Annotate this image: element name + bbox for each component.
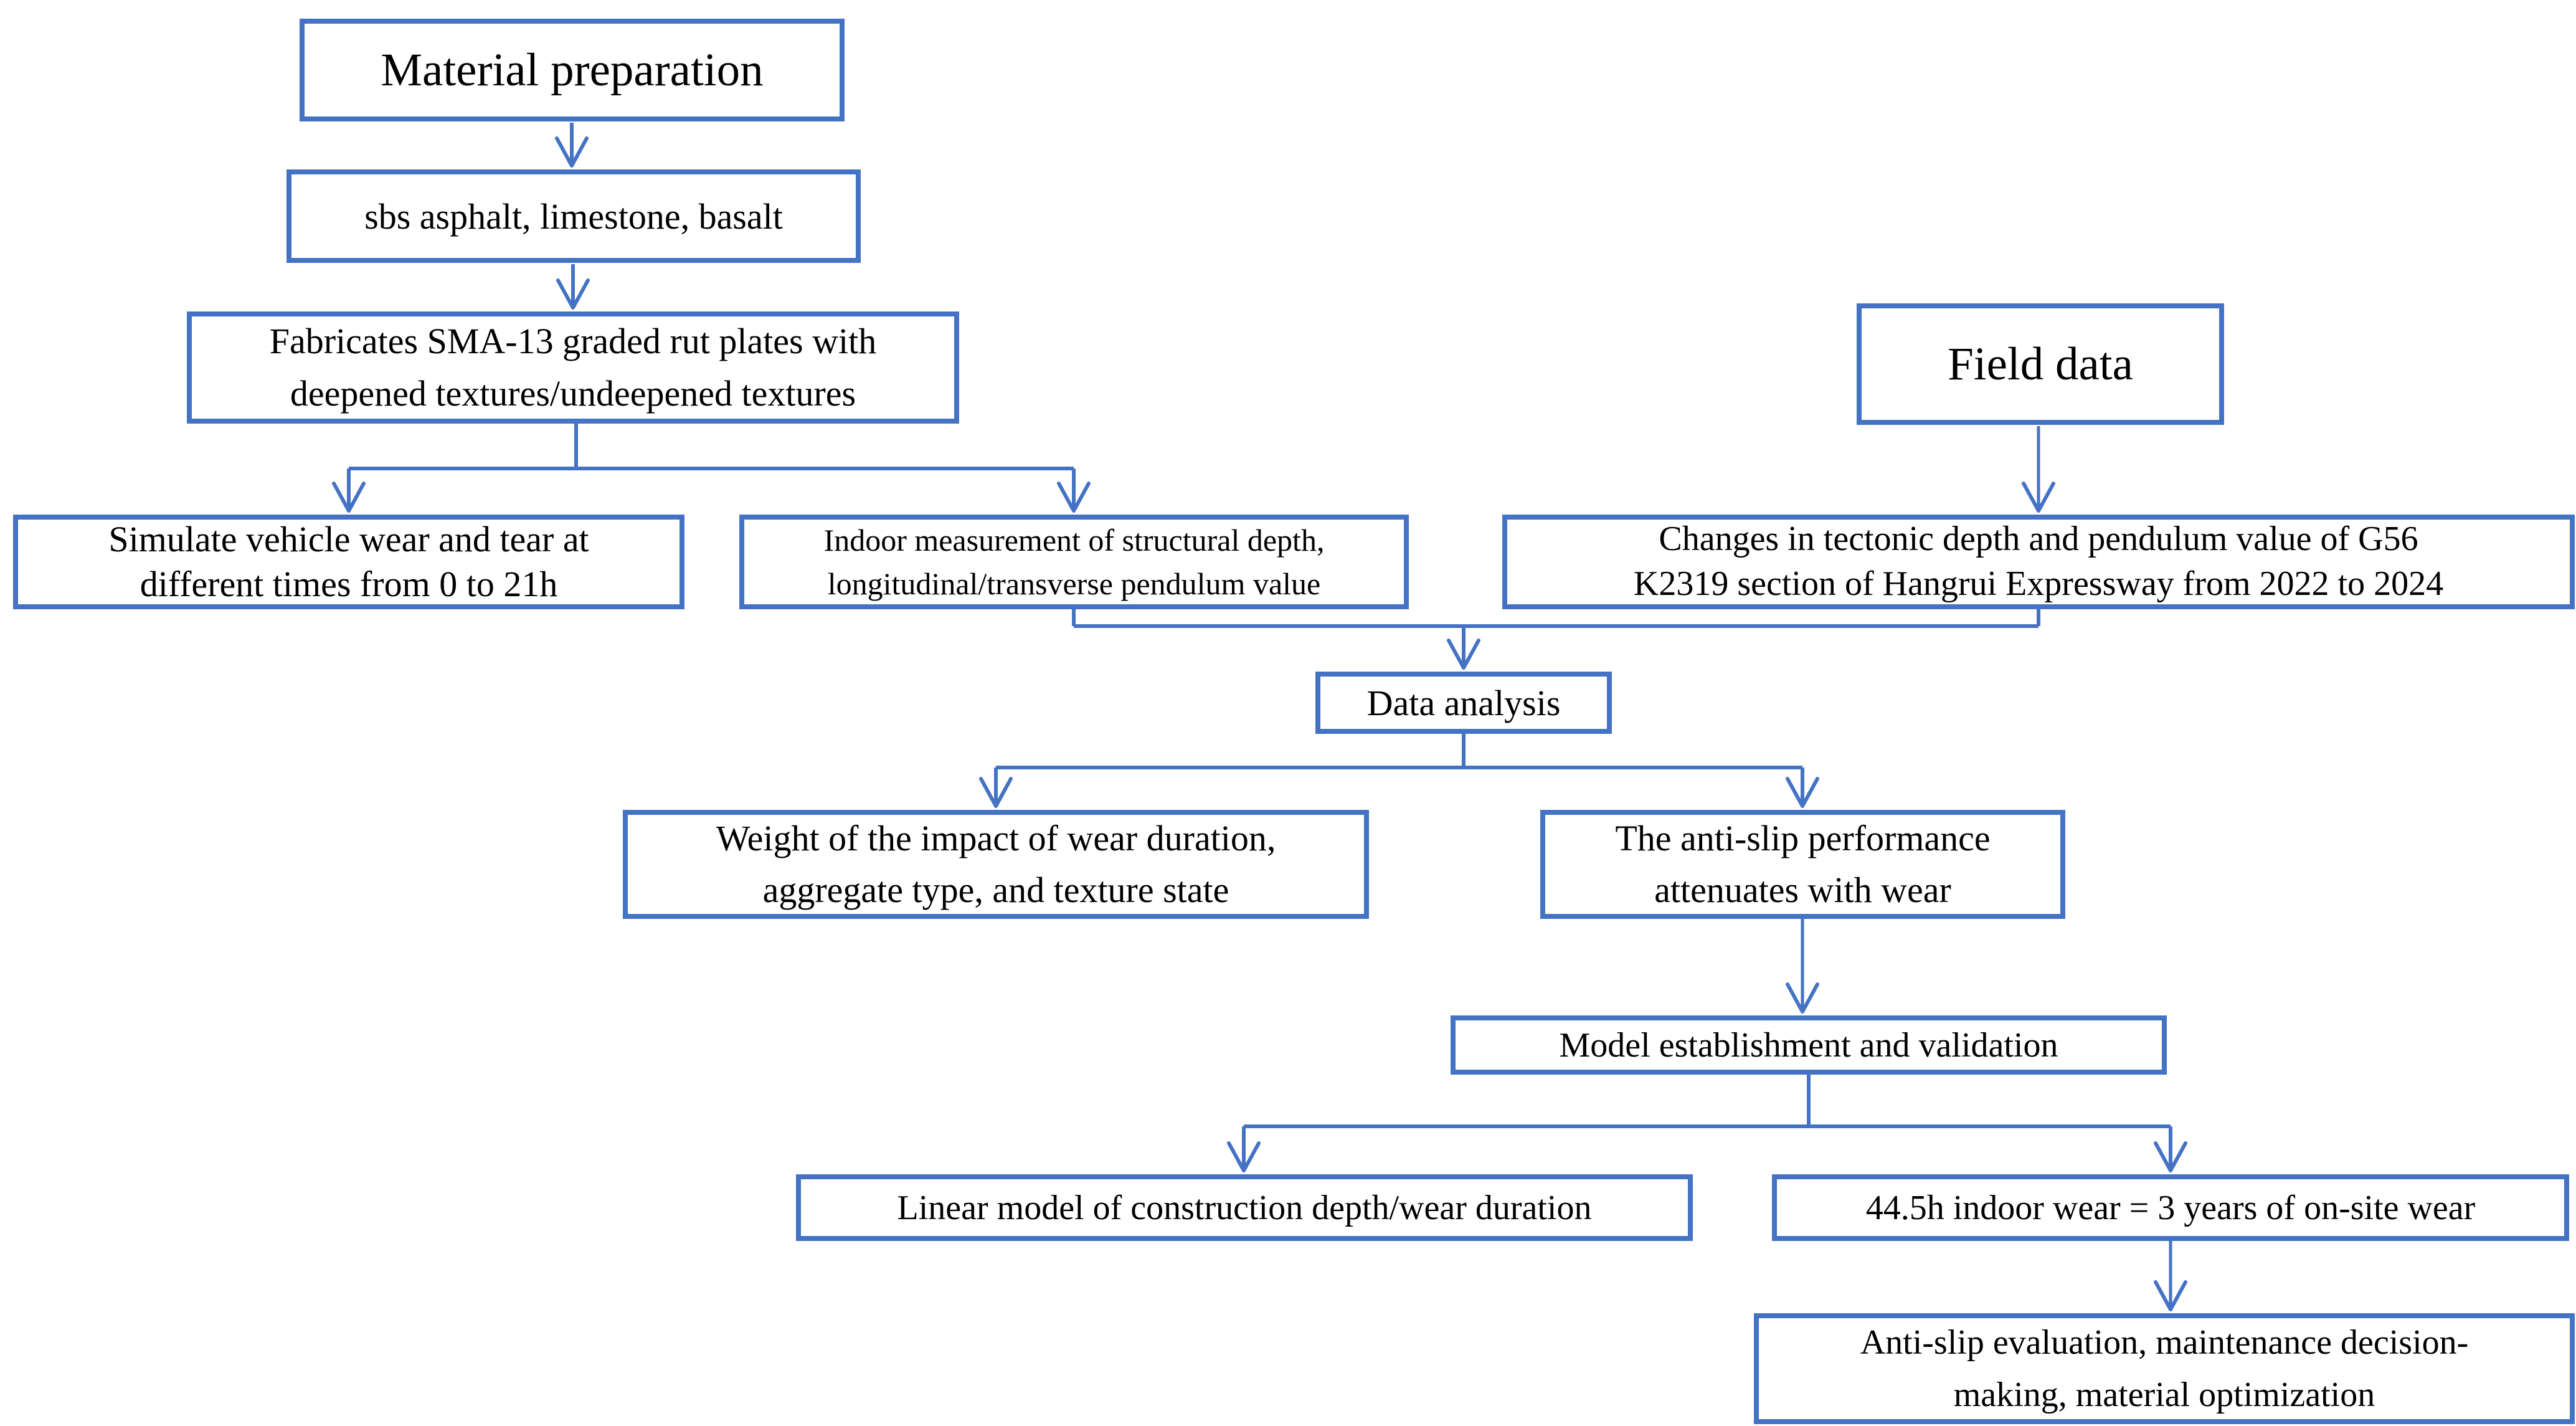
edge-data-analysis-branch [979, 734, 1819, 808]
node-field-changes: Changes in tectonic depth and pendulum v… [1502, 515, 2575, 609]
edge-antislip-to-model [1786, 919, 1819, 1014]
node-fabricates-rut-plates: Fabricates SMA-13 graded rut plates with… [187, 311, 959, 424]
node-final-application: Anti-slip evaluation, maintenance decisi… [1754, 1313, 2575, 1424]
node-materials: sbs asphalt, limestone, basalt [286, 169, 861, 263]
edge-model-branch [1227, 1075, 2187, 1172]
edge-fabricates-branch [332, 424, 1091, 513]
node-weight-impact: Weight of the impact of wear duration, a… [623, 810, 1369, 919]
node-material-preparation: Material preparation [300, 19, 845, 121]
edge-materials-to-fabricates [556, 264, 590, 310]
node-model-validation: Model establishment and validation [1451, 1015, 2167, 1075]
edge-wearequiv-to-eval [2154, 1241, 2187, 1311]
node-field-data: Field data [1857, 303, 2224, 425]
node-data-analysis: Data analysis [1315, 672, 1612, 734]
node-wear-equivalence: 44.5h indoor wear = 3 years of on-site w… [1772, 1174, 2569, 1241]
node-simulate-wear: Simulate vehicle wear and tear at differ… [13, 515, 684, 609]
node-linear-model: Linear model of construction depth/wear … [796, 1174, 1693, 1241]
edge-material-to-materials [555, 123, 589, 168]
node-antislip-attenuates: The anti-slip performance attenuates wit… [1540, 810, 2065, 919]
edge-merge-to-data-analysis [1072, 609, 2040, 670]
node-indoor-measurement: Indoor measurement of structural depth, … [739, 515, 1409, 609]
edge-fielddata-to-changes [2022, 426, 2055, 513]
